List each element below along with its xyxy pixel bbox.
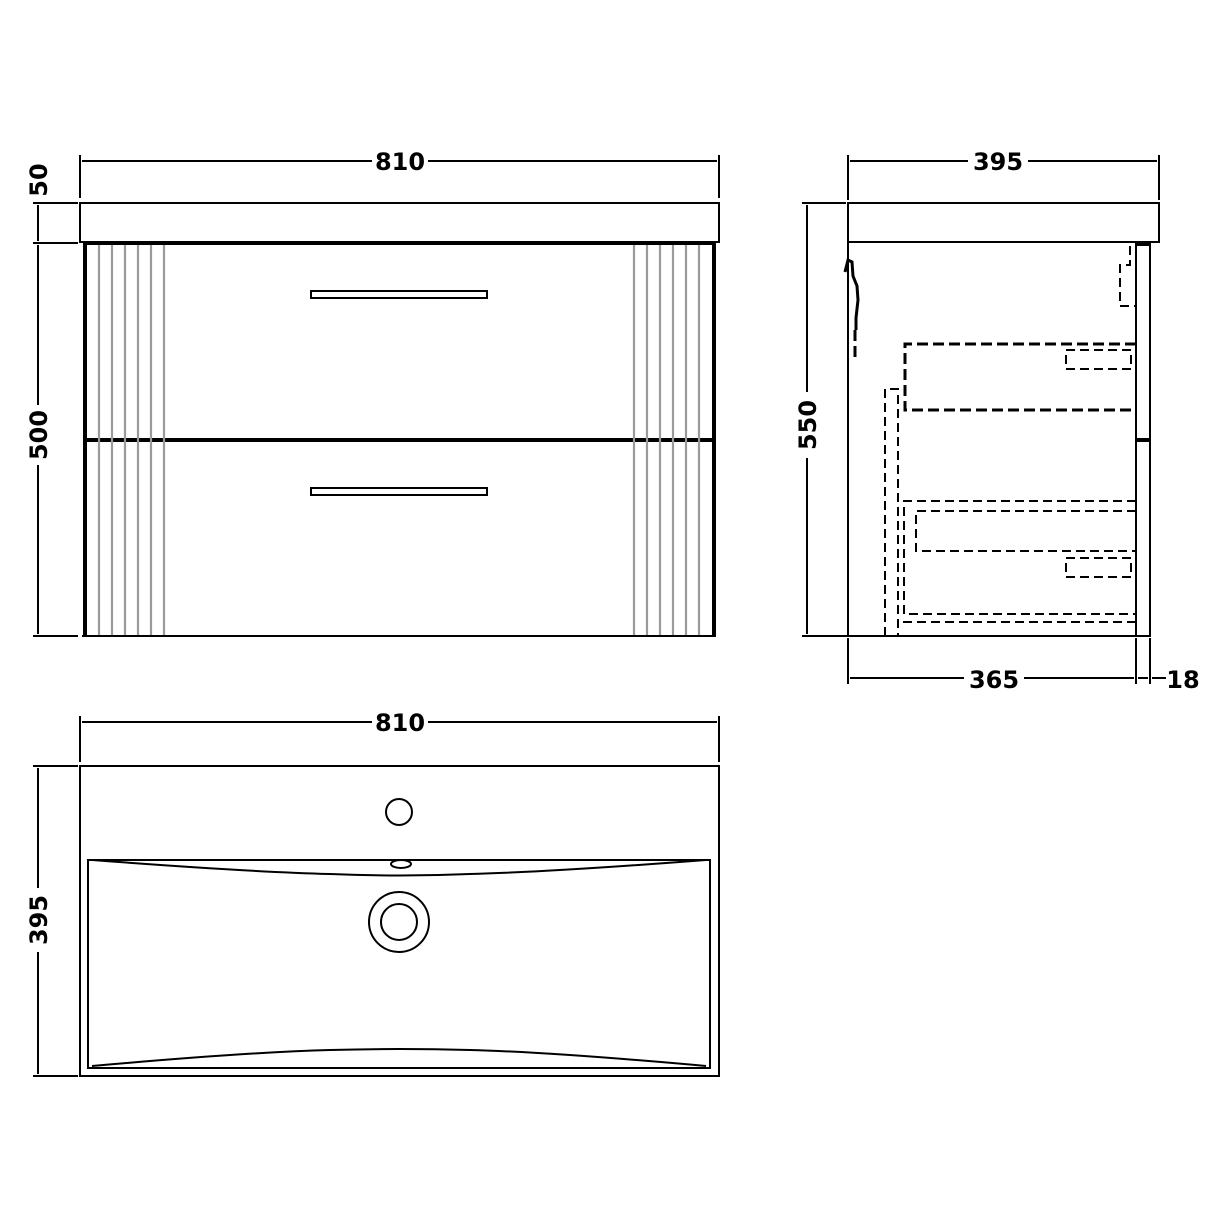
side-height-dimension: 550 [792, 202, 846, 634]
door-edge [1135, 242, 1151, 637]
side-top-drawer-box [903, 342, 1136, 412]
plan-width-dimension: 810 [79, 707, 720, 762]
side-top-slab [847, 202, 1160, 243]
cabinet-height-dimension: 500 [22, 245, 78, 637]
basin-outline [79, 765, 720, 1077]
top-thickness-dimension: 50 [25, 163, 78, 244]
basin-top-slab [79, 202, 720, 243]
waste-outlet-icon [368, 891, 430, 953]
top-thickness-label: 50 [25, 163, 53, 196]
plan-view: 810 395 [22, 707, 720, 1077]
cabinet-depth-dimension: 365 [847, 638, 1151, 694]
rear-rail [1119, 246, 1136, 307]
door-thickness-dimension: 18 [1138, 666, 1200, 694]
front-width-dimension: 810 [79, 146, 720, 198]
plan-depth-dimension: 395 [22, 765, 78, 1077]
door-thickness-label: 18 [1166, 666, 1199, 694]
bottom-drawer-handle [310, 487, 488, 496]
cabinet-body [82, 241, 716, 637]
plan-depth-label: 395 [25, 895, 53, 945]
side-depth-label: 395 [973, 148, 1023, 176]
front-width-label: 810 [375, 148, 425, 176]
tap-hole [385, 798, 413, 826]
cabinet-height-label: 500 [25, 410, 53, 460]
top-drawer-handle [310, 290, 488, 299]
right-fluted-panel [632, 245, 701, 635]
overflow-icon [390, 859, 412, 869]
side-elevation: 395 [792, 146, 1200, 694]
left-fluted-panel [97, 245, 166, 635]
side-depth-dimension: 395 [847, 146, 1160, 200]
plan-width-label: 810 [375, 709, 425, 737]
side-height-label: 550 [794, 400, 822, 450]
wall-hanger-bracket [843, 257, 860, 360]
cabinet-depth-label: 365 [969, 666, 1019, 694]
side-bottom-drawer-box [898, 500, 1136, 623]
front-elevation: 810 [22, 146, 720, 637]
back-panel [884, 388, 899, 636]
